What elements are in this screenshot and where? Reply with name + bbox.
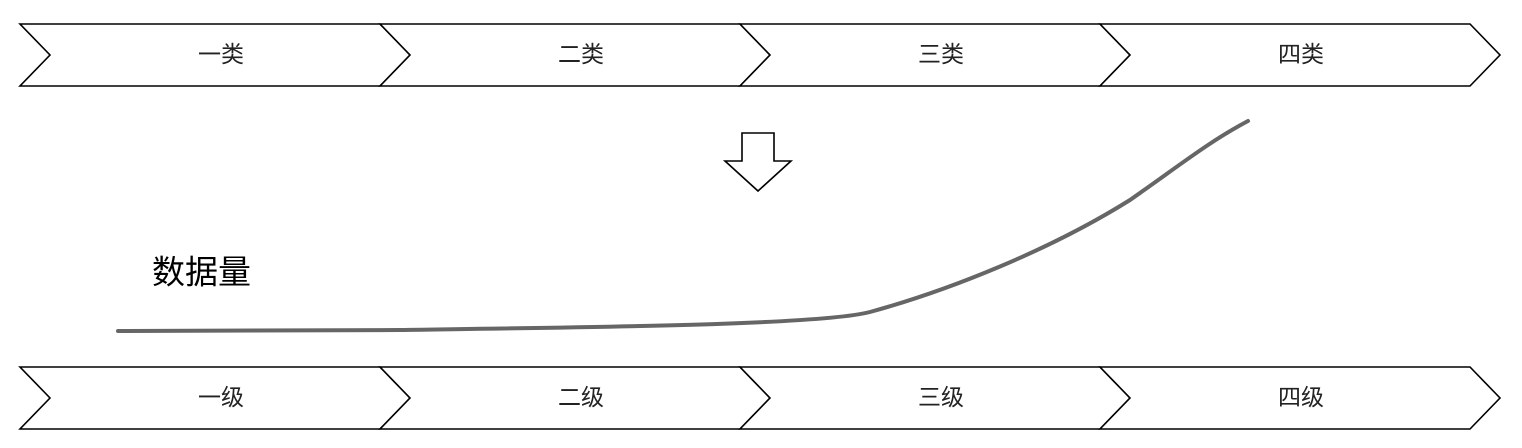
category-segment-2: 二类 [378,23,772,87]
level-label-2: 二级 [558,385,604,411]
level-segment-3: 三级 [738,366,1132,430]
level-segment-2: 二级 [378,366,772,430]
category-label-3: 三类 [918,42,964,68]
level-label-1: 一级 [198,385,244,411]
category-label-1: 一类 [198,42,244,68]
level-label-4: 四级 [1278,385,1324,411]
category-segment-3: 三类 [738,23,1132,87]
category-label-2: 二类 [558,42,604,68]
level-label-3: 三级 [918,385,964,411]
category-segment-4: 四类 [1098,23,1502,87]
category-label-4: 四类 [1278,42,1324,68]
level-row: 一级 二级 三级 四级 [18,366,1502,430]
level-segment-4: 四级 [1098,366,1502,430]
chevron-shape [1098,23,1502,87]
category-row: 一类 二类 三类 四类 [18,23,1502,87]
data-volume-label: 数据量 [152,253,251,292]
data-volume-curve [116,119,1250,333]
category-segment-1: 一类 [18,23,412,87]
level-segment-1: 一级 [18,366,412,430]
chevron-shape [1098,366,1502,430]
down-arrow-icon [722,132,794,193]
